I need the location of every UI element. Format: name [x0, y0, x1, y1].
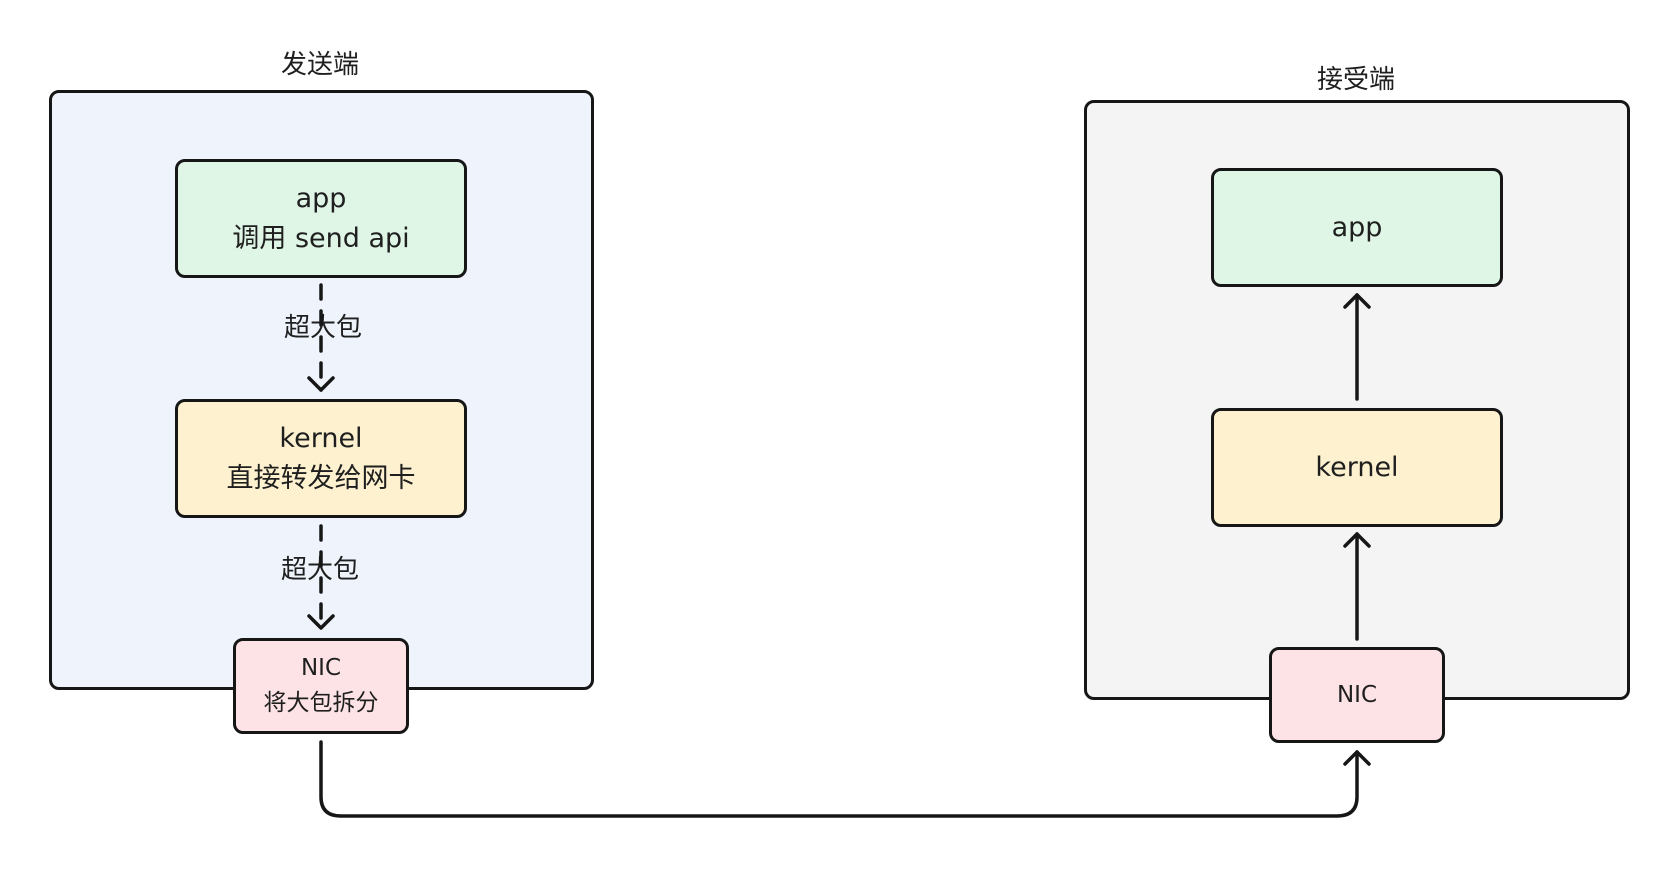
- receiver-app-title: app: [1331, 211, 1383, 243]
- receiver-nic-node: NIC: [1269, 647, 1445, 743]
- receiver-title: 接受端: [1316, 65, 1395, 95]
- edge-label-app-kernel: 超大包: [283, 313, 362, 343]
- receiver-app-node: app: [1211, 168, 1503, 287]
- sender-kernel-node: kernel 直接转发给网卡: [175, 399, 467, 518]
- sender-nic-title: NIC: [300, 655, 342, 681]
- receiver-kernel-node: kernel: [1211, 408, 1503, 527]
- edge-label-kernel-nic: 超大包: [280, 555, 359, 585]
- sender-app-node: app 调用 send api: [175, 159, 467, 278]
- sender-app-title: app: [295, 182, 347, 214]
- sender-nic-subtitle: 将大包拆分: [263, 690, 379, 716]
- receiver-kernel-title: kernel: [1315, 451, 1399, 483]
- sender-app-subtitle: 调用 send api: [232, 222, 410, 254]
- edge-sender-nic-receiver-nic: [319, 740, 1359, 818]
- receiver-nic-title: NIC: [1336, 681, 1378, 708]
- sender-nic-node: NIC 将大包拆分: [233, 638, 409, 734]
- edge-network-arrowhead: [1343, 750, 1371, 766]
- sender-title: 发送端: [280, 50, 359, 80]
- sender-kernel-title: kernel: [279, 422, 363, 454]
- sender-kernel-subtitle: 直接转发给网卡: [226, 462, 416, 494]
